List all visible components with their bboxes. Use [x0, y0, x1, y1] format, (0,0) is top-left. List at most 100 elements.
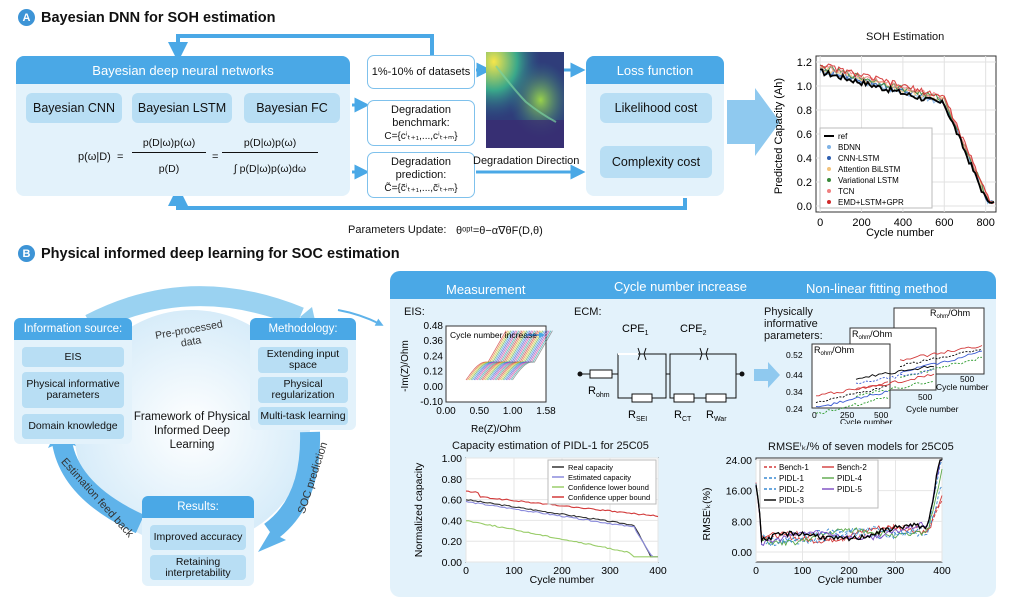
tab-measurement: Measurement: [446, 282, 526, 297]
result-improved-accuracy: Improved accuracy: [150, 525, 246, 550]
params-update-formula: θᵒᵖᵗ=θ−α∇θF(D,θ): [456, 225, 543, 237]
formula-rhs-bar: [222, 152, 318, 153]
arrow-soc-prediction: [263, 431, 321, 541]
fit-xlabel-1: Cycle number: [840, 417, 893, 424]
likelihood-cost: Likelihood cost: [600, 93, 712, 123]
info-physical-params: Physical informative parameters: [22, 372, 124, 408]
soh-legend-swatch-2: [827, 156, 831, 160]
cap-xtick-3: 300: [601, 565, 619, 577]
soh-ytick-2: 0.4: [797, 153, 812, 165]
section-b-heading: Physical informed deep learning for SOC …: [41, 245, 400, 262]
rmse-ylabel: RMSEⁱₖ(%): [701, 487, 713, 540]
degradation-direction-label: Degradation Direction: [473, 155, 580, 167]
cap-ytick-1: 0.80: [442, 474, 463, 486]
rmse-chart-title: RMSEⁱₖ/% of seven models for 25C05: [768, 441, 954, 453]
benchmark-line1: Degradation benchmark:: [391, 103, 451, 129]
benchmark-line2: C={cⁱₜ₊₁,...,cⁱₜ₊ₘ}: [384, 130, 458, 142]
rmse-ytick-2: 8.00: [732, 516, 753, 528]
arrow-to-panel: [337, 309, 384, 326]
soh-legend-label-0: ref: [838, 132, 848, 141]
cap-legend-label-0: Real capacity: [568, 463, 613, 472]
arrow-pre-processed: [85, 286, 304, 333]
soh-xtick-1: 200: [852, 217, 870, 229]
soh-ytick-3: 0.6: [797, 129, 812, 141]
method-extending-input: Extending input space: [258, 347, 348, 373]
eis-ytick-1: 0.36: [424, 336, 444, 347]
fit-xtick-1: 250: [840, 410, 854, 420]
fit-xtick-2: 500: [874, 410, 888, 420]
benchmark-box: Degradation benchmark: C={cⁱₜ₊₁,...,cⁱₜ₊…: [367, 100, 475, 146]
prediction-line2: C̃={c̃ⁱₜ₊₁,...,c̃ⁱₜ₊ₘ}: [384, 182, 458, 194]
soh-ytick-6: 1.2: [797, 57, 812, 69]
framework-center-text: Framework of Physical Informed Deep Lear…: [133, 411, 251, 451]
fit-xtick-0: 0: [812, 410, 817, 420]
rmse-ytick-0: 24.00: [726, 455, 752, 467]
rmse-ytick-3: 0.00: [732, 547, 753, 559]
cap-series-3: [465, 490, 659, 518]
soh-legend-label-6: EMD+LSTM+GPR: [838, 198, 904, 207]
eis-xlabel: Re(Z)/Ohm: [471, 424, 521, 434]
ecm-to-fit-arrow: [754, 362, 780, 388]
cap-xtick-2: 200: [553, 565, 571, 577]
rmse-legend-box: [759, 459, 879, 509]
fit-x3: 500: [960, 374, 974, 384]
fit-line-0-2: [899, 350, 983, 374]
r-ohm-label: Rohm: [588, 385, 610, 399]
info-eis: EIS: [22, 347, 124, 367]
soh-legend-swatch-5: [827, 189, 831, 193]
soh-ytick-1: 0.2: [797, 177, 812, 189]
info-source-card: Information source: EIS Physical informa…: [14, 318, 132, 444]
eis-ytick-3: 0.12: [424, 367, 444, 378]
cap-xtick-1: 100: [505, 565, 523, 577]
r-sei-label: RSEI: [628, 409, 647, 423]
soh-yticks: 0.00.20.40.60.81.01.2: [797, 57, 812, 213]
loss-heatmap-image: [486, 52, 564, 148]
prediction-box: Degradation prediction: C̃={c̃ⁱₜ₊₁,...,c…: [367, 152, 475, 198]
cpe2-label: CPE2: [680, 323, 707, 337]
ecm-r-ohm: [589, 369, 613, 379]
soh-legend-swatch-6: [827, 200, 831, 204]
cap-series-1: [465, 500, 658, 558]
soh-legend-label-2: CNN-LSTM: [838, 154, 880, 163]
cap-yticks: 1.000.800.600.400.200.00: [442, 453, 463, 569]
rmse-xtick-0: 0: [753, 565, 759, 577]
dataset-box: 1%-10% of datasets: [367, 55, 475, 89]
soh-xtick-0: 0: [817, 217, 823, 229]
soh-legend-swatch-3: [827, 167, 831, 171]
eis-curves: [465, 330, 553, 381]
fit-line-2-2: [815, 390, 889, 408]
section-a-heading: Bayesian DNN for SOH estimation: [41, 9, 276, 26]
cap-legend-label-1: Estimated capacity: [568, 473, 631, 482]
soh-xlabel: Cycle number: [866, 227, 934, 239]
rmse-xtick-1: 100: [794, 565, 812, 577]
fit-ytick-2: 0.34: [786, 387, 803, 397]
eis-curve-29: [512, 330, 553, 381]
fit3-title: Rohm/Ohm: [930, 308, 970, 320]
fit-plot-1: [811, 343, 891, 409]
model-bayesian-lstm: Bayesian LSTM: [132, 93, 232, 123]
cap-xtick-0: 0: [463, 565, 469, 577]
cap-ytick-2: 0.60: [442, 495, 463, 507]
methodology-card: Methodology: Extending input space Physi…: [250, 318, 356, 430]
soh-legend-swatch-4: [827, 178, 831, 182]
pidl-panel-header: [390, 271, 996, 299]
method-multi-task: Multi-task learning: [258, 407, 348, 425]
model-bayesian-fc: Bayesian FC: [244, 93, 340, 123]
section-b-badge: B: [18, 245, 35, 262]
rmse-series-3: [755, 469, 943, 547]
rmse-legend-label-1: Bench-2: [837, 463, 867, 472]
results-card: Results: Improved accuracy Retaining int…: [142, 496, 254, 586]
rmse-legend-label-5: PIDL-5: [837, 485, 862, 494]
formula-lhs: p(ω|D): [78, 151, 111, 163]
fit-line-1-2: [855, 373, 935, 391]
fit-line-0-1: [899, 348, 983, 368]
soh-xtick-2: 400: [894, 217, 912, 229]
eis-ytick-5: -0.10: [420, 397, 443, 408]
r-war-label: RWar: [706, 409, 727, 423]
